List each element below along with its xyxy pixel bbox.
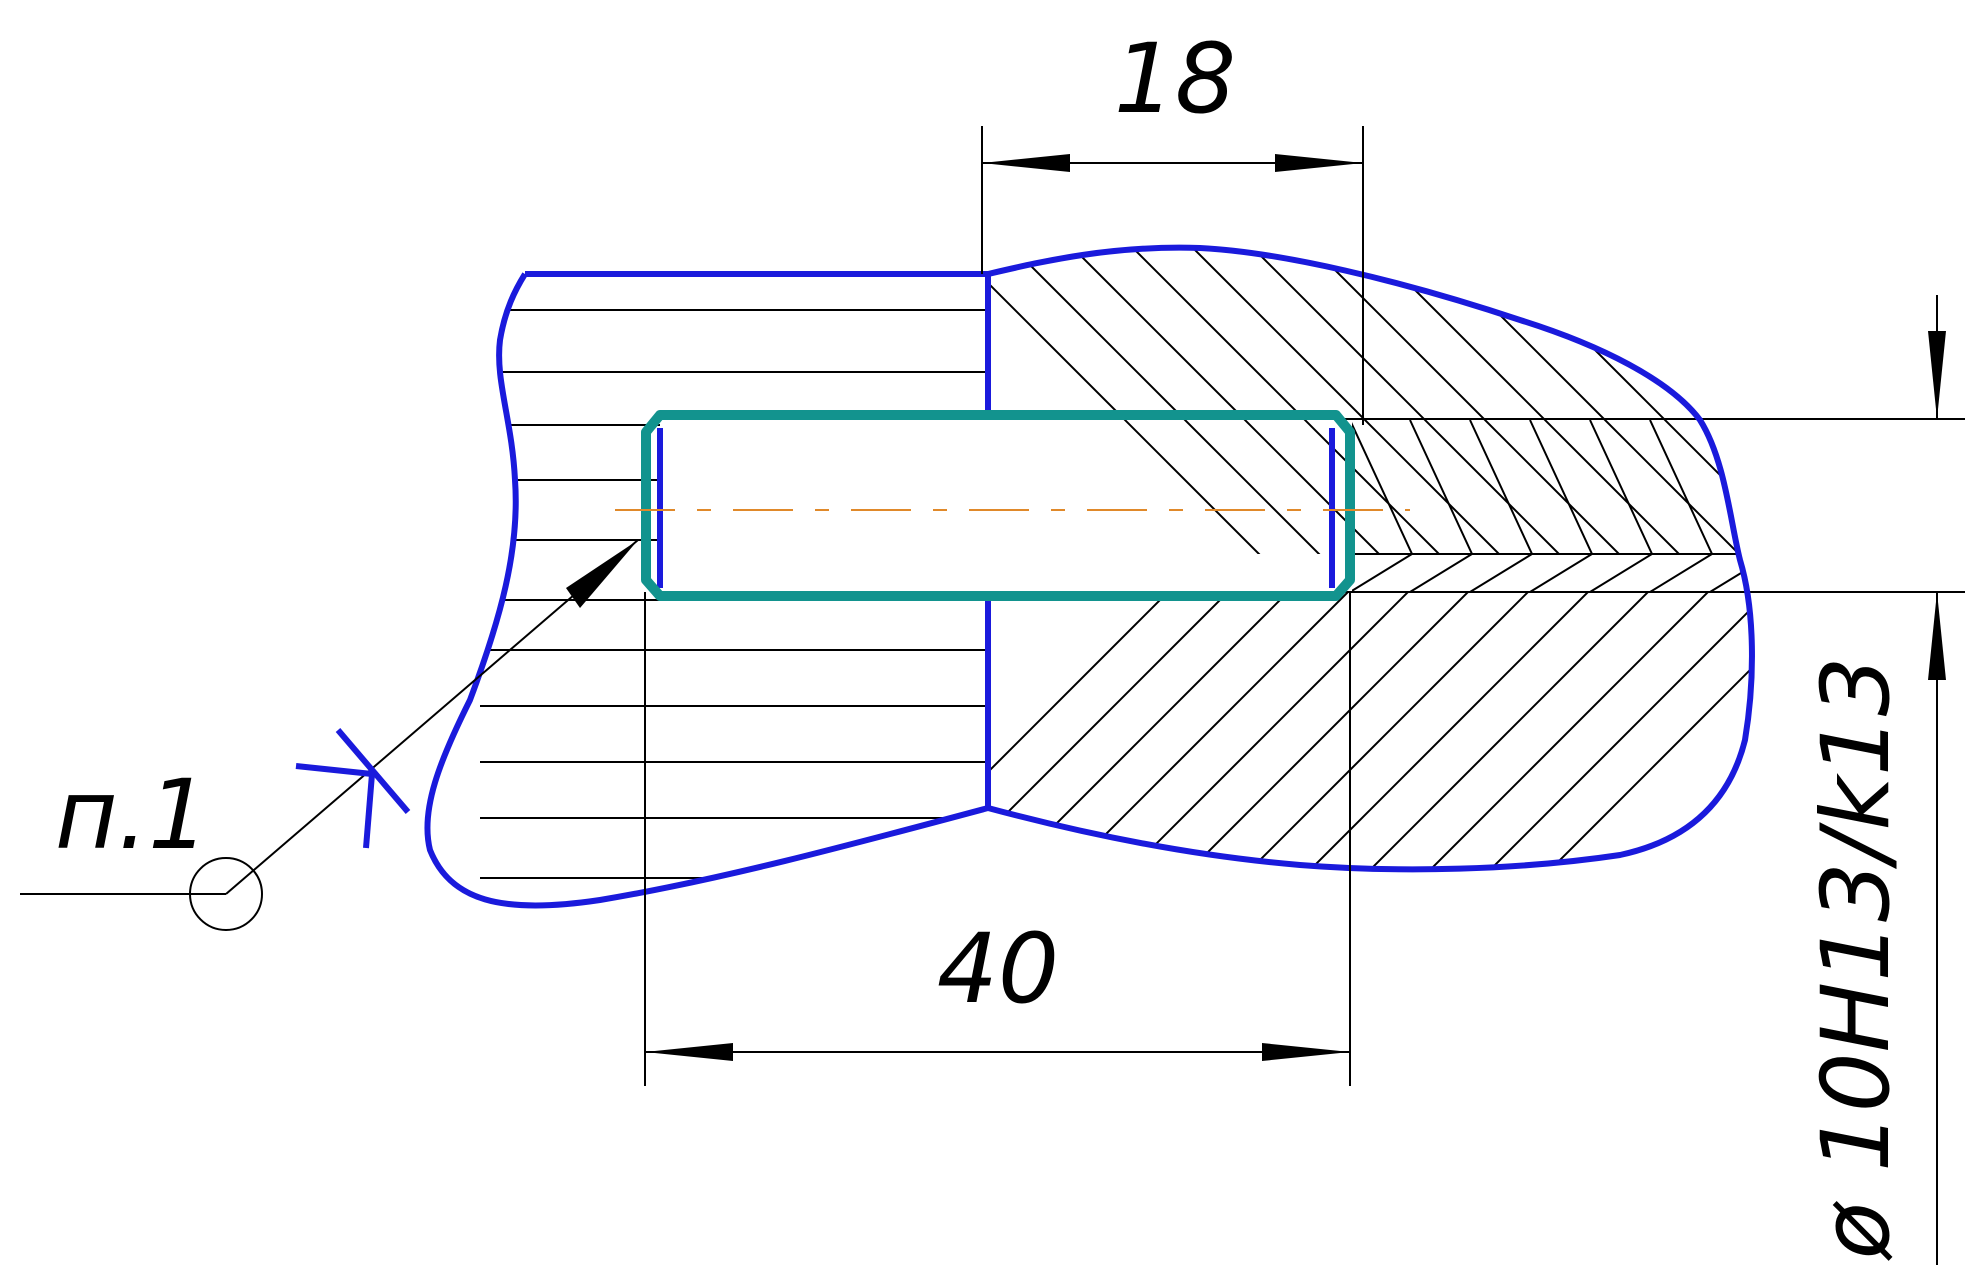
- pin: [641, 410, 1355, 601]
- dimension-hole-length: [644, 592, 1351, 1086]
- note-reference-label: п.1: [55, 759, 209, 871]
- leader-line: [20, 539, 639, 931]
- pin-end-lines: [657, 432, 1335, 580]
- left-part-hatching: [480, 309, 988, 879]
- dimension-pin-length-label: 18: [1114, 23, 1236, 135]
- dimension-fit-diameter-label: ø 10H13/k13: [1802, 656, 1911, 1261]
- dimension-pin-length: [981, 126, 1364, 425]
- dimension-fit-diameter: [1928, 295, 1946, 1265]
- fit-zone-hatching: [1352, 419, 1752, 592]
- fit-boundary-lines: [1345, 418, 1965, 593]
- dimension-hole-length-label: 40: [937, 913, 1059, 1025]
- weld-mark-icon: [295, 728, 411, 849]
